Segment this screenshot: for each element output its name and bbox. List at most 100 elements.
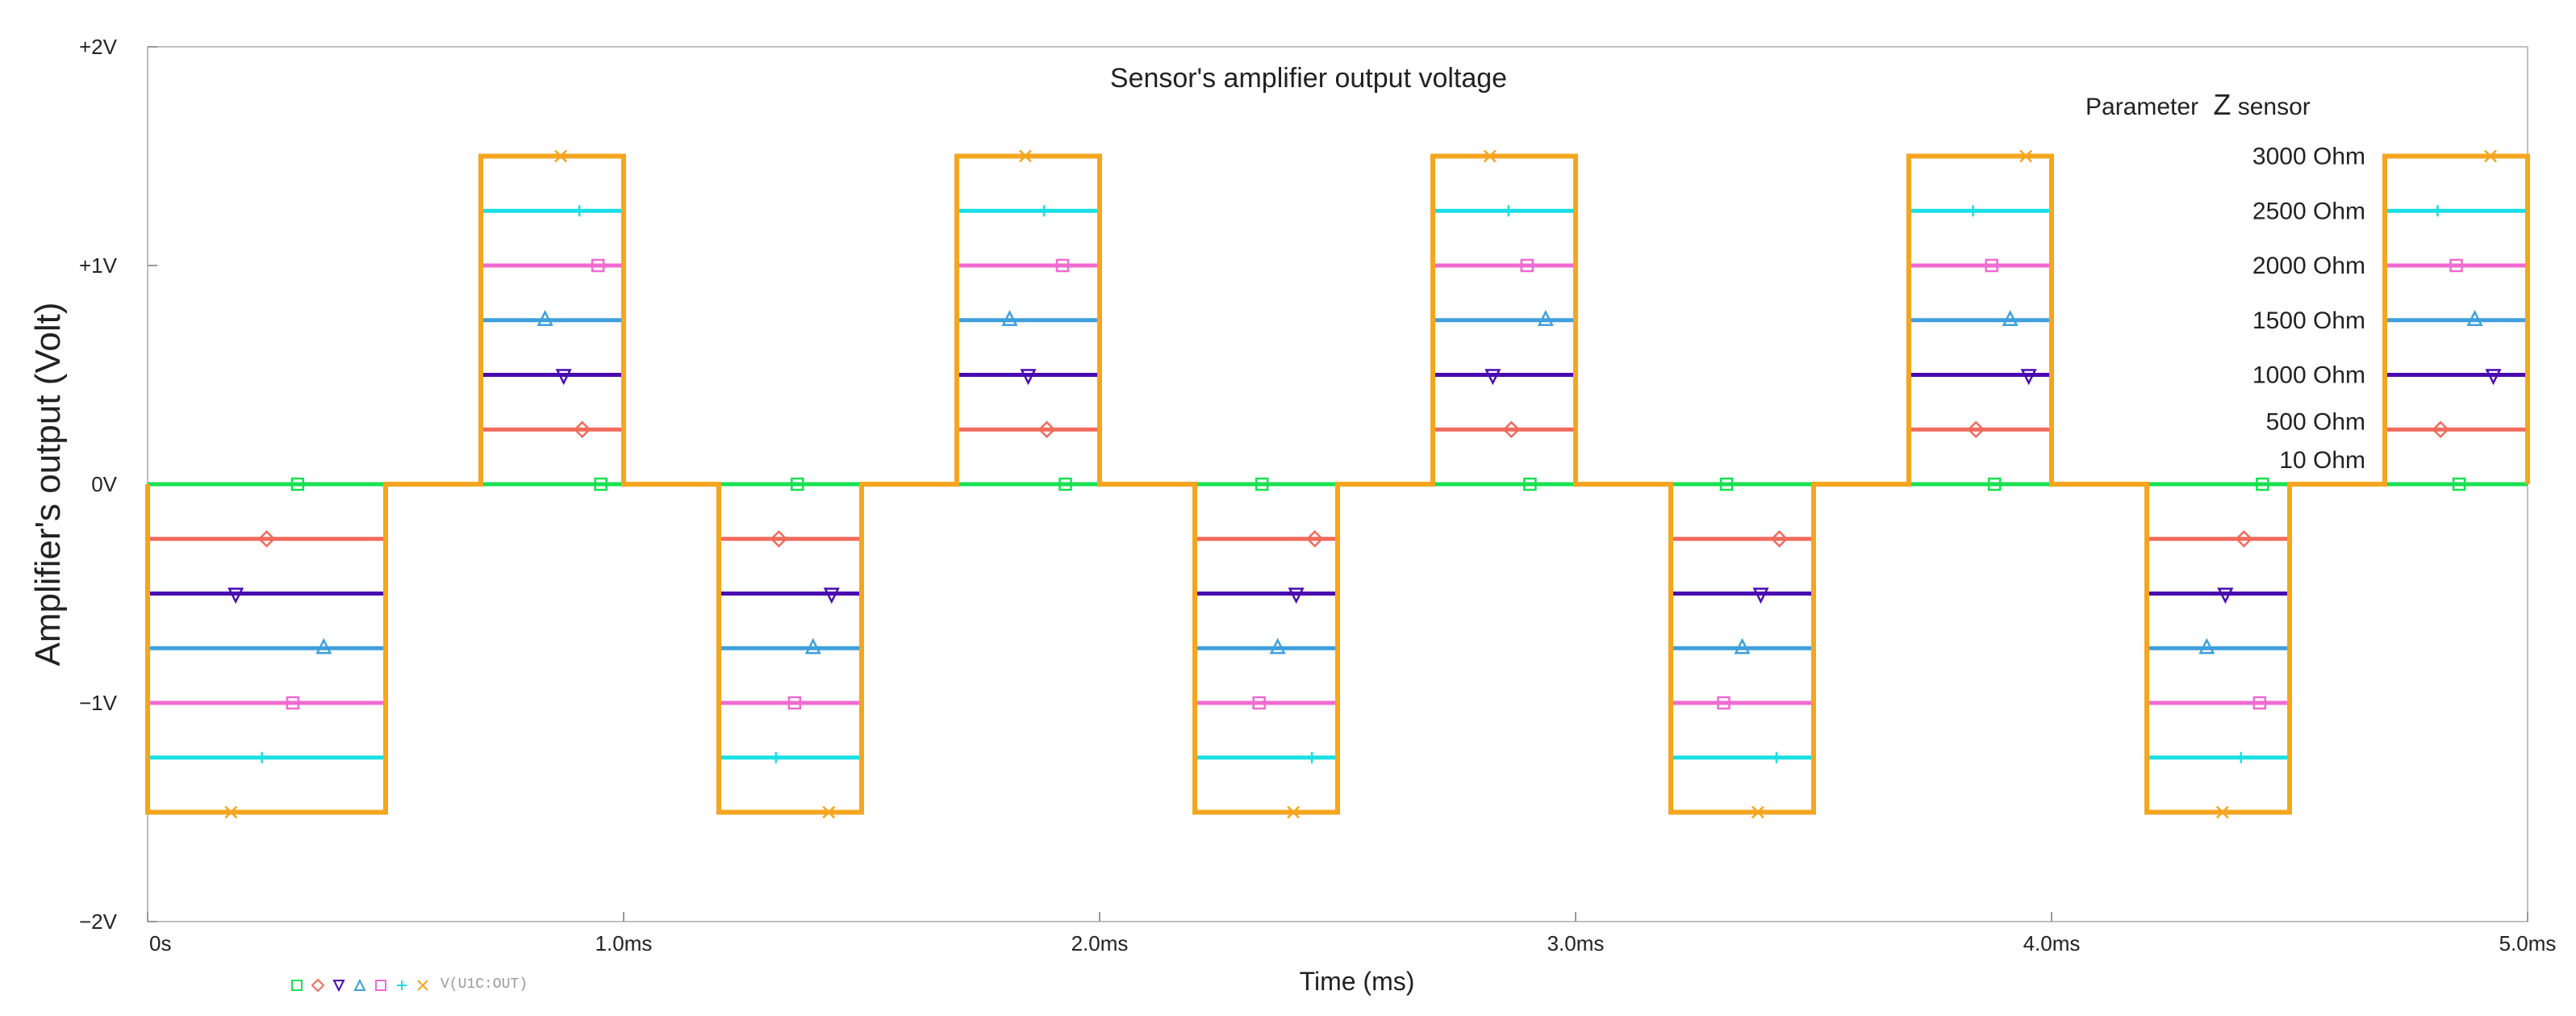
- y-tick-label: 0V: [91, 472, 117, 496]
- series-marker: [286, 696, 300, 710]
- series-marker: [536, 309, 553, 326]
- probe-legend-label: V(U1C:OUT): [440, 976, 528, 993]
- series-marker: [1019, 149, 1032, 163]
- series-marker: [555, 369, 572, 386]
- series-marker: [2256, 477, 2269, 491]
- x-tick-label: 3.0ms: [1547, 931, 1605, 955]
- series-marker: [1502, 420, 1521, 439]
- legend-entry: 1000 Ohm: [2252, 362, 2365, 389]
- series-marker: [554, 149, 568, 163]
- series-marker: [1719, 477, 1734, 491]
- series-marker: [1751, 805, 1764, 819]
- legend-entry: 3000 Ohm: [2252, 144, 2365, 170]
- series-marker: [2432, 205, 2444, 217]
- series-marker: [2485, 369, 2502, 386]
- series-marker: [1484, 369, 1501, 386]
- series-marker: [1269, 638, 1286, 654]
- y-tick-label: −1V: [79, 691, 118, 715]
- legend-title-symbol: Z: [2213, 88, 2231, 121]
- series-marker: [2235, 751, 2247, 763]
- series-marker: [256, 751, 268, 763]
- legend-title-prefix: Parameter: [2085, 94, 2198, 120]
- chart-title: Sensor's amplifier output voltage: [1110, 63, 1507, 94]
- series-marker: [1967, 420, 1985, 439]
- series-marker: [591, 258, 605, 273]
- series-marker: [257, 529, 276, 548]
- probe-legend-marker: [397, 980, 407, 990]
- y-tick-label: +2V: [79, 35, 118, 59]
- series-marker: [822, 805, 836, 819]
- series-3000-ohm: [145, 149, 2530, 819]
- x-tick-label: 1.0ms: [595, 931, 653, 955]
- probe-legend-marker: [375, 980, 386, 991]
- series-marker: [1987, 477, 2002, 491]
- series-marker: [315, 638, 332, 654]
- series-marker: [1252, 696, 1266, 710]
- series-marker: [290, 477, 305, 491]
- series-marker: [1752, 587, 1769, 604]
- series-marker: [2466, 309, 2483, 326]
- series-marker: [1255, 477, 1269, 491]
- series-marker: [2432, 420, 2449, 439]
- series-layer: [145, 149, 2530, 819]
- series-marker: [1770, 529, 1789, 548]
- series-marker: [1305, 529, 1324, 548]
- x-axis-ticks: 0s 1.0ms 2.0ms 3.0ms 4.0ms 5.0ms: [147, 912, 2557, 955]
- series-marker: [2020, 369, 2037, 386]
- series-marker: [1523, 477, 1537, 491]
- series-marker: [1502, 205, 1514, 217]
- series-marker: [1537, 309, 1554, 326]
- series-marker: [1058, 477, 1072, 491]
- series-marker: [2235, 529, 2253, 548]
- series-marker: [2449, 258, 2463, 273]
- series-marker: [1483, 149, 1497, 163]
- x-tick-label: 2.0ms: [1071, 931, 1129, 955]
- series-marker: [1770, 751, 1782, 763]
- series-marker: [594, 477, 607, 491]
- series-marker: [2198, 638, 2215, 654]
- probe-legend-marker: [311, 978, 325, 993]
- series-marker: [2019, 149, 2033, 163]
- x-tick-label: 0s: [149, 931, 171, 955]
- series-marker: [823, 587, 840, 604]
- series-marker: [770, 529, 788, 548]
- series-marker: [224, 805, 238, 819]
- probe-legend-marker: [332, 980, 345, 993]
- legend-entry: 10 Ohm: [2279, 447, 2365, 474]
- series-marker: [1287, 805, 1301, 819]
- series-marker: [1985, 258, 1998, 273]
- legend-entry: 1500 Ohm: [2252, 307, 2365, 334]
- series-marker: [1037, 420, 1056, 439]
- series-marker: [1967, 205, 1979, 217]
- legend-entry: 500 Ohm: [2266, 408, 2365, 435]
- series-marker: [1734, 638, 1751, 654]
- legend-entry: 2500 Ohm: [2252, 198, 2365, 224]
- series-marker: [574, 205, 586, 217]
- series-marker: [2002, 309, 2019, 326]
- x-axis-title: Time (ms): [1300, 967, 1415, 996]
- series-marker: [573, 420, 591, 439]
- series-marker: [787, 696, 802, 710]
- series-marker: [2484, 149, 2497, 163]
- series-marker: [1288, 587, 1305, 604]
- y-axis-title: Amplifier's output (Volt): [28, 302, 68, 666]
- y-tick-label: +1V: [79, 253, 118, 278]
- series-line: [145, 153, 2530, 815]
- x-tick-label: 4.0ms: [2023, 931, 2081, 955]
- legend-entry: 2000 Ohm: [2252, 253, 2365, 279]
- series-marker: [1020, 369, 1037, 386]
- probe-legend-marker: [417, 980, 428, 991]
- series-marker: [1037, 205, 1050, 217]
- series-marker: [1001, 309, 1018, 326]
- series-marker: [1717, 696, 1731, 710]
- series-marker: [791, 477, 804, 491]
- series-marker: [2452, 477, 2466, 491]
- series-marker: [2215, 805, 2229, 819]
- series-marker: [1520, 258, 1534, 273]
- series-marker: [1055, 258, 1070, 273]
- probe-legend: V(U1C:OUT): [291, 976, 528, 993]
- x-tick-label: 5.0ms: [2499, 931, 2557, 955]
